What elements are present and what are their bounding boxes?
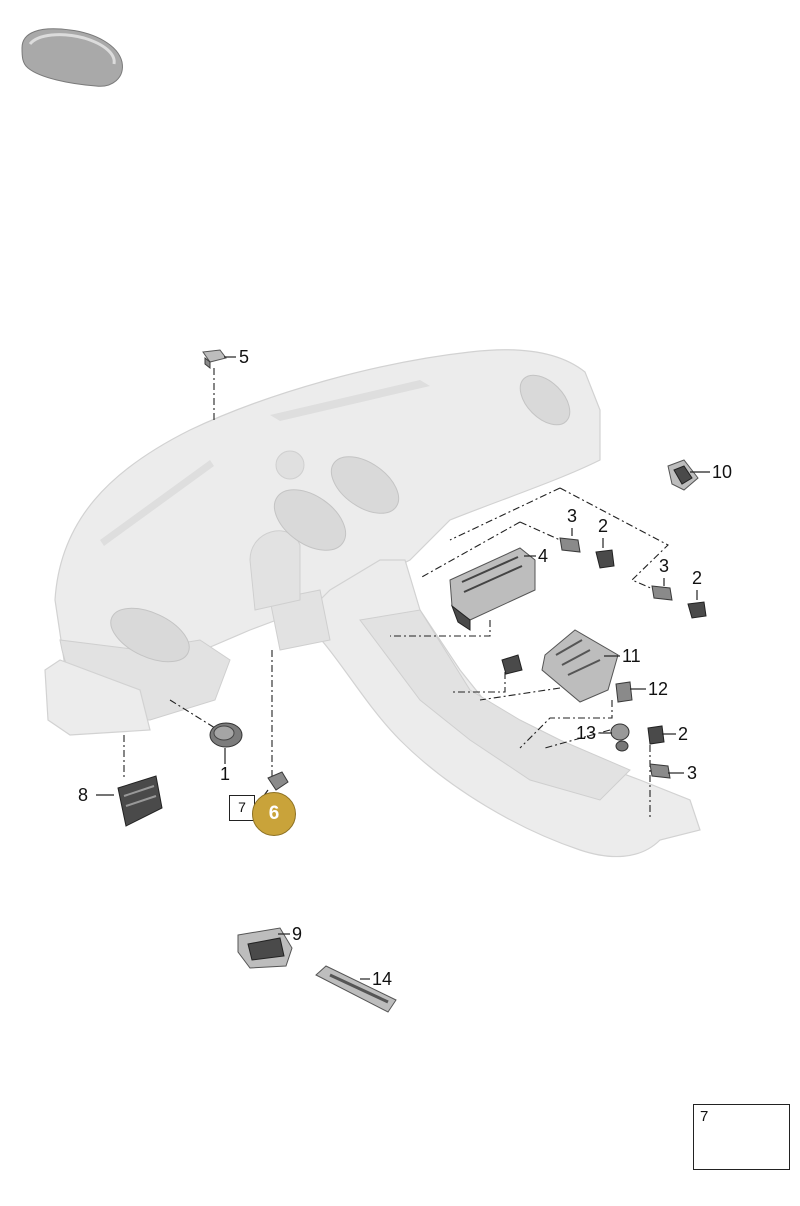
part-14-trim-strip[interactable]	[315, 965, 397, 1013]
label-13: 13	[576, 723, 596, 743]
label-12: 12	[648, 679, 668, 699]
part-small-switch[interactable]	[501, 654, 523, 675]
part-12-socket[interactable]	[615, 681, 633, 703]
callout-badge-6[interactable]: 6	[252, 792, 296, 836]
part-3b-bulb[interactable]	[651, 585, 673, 601]
part-5-switch[interactable]	[202, 349, 227, 370]
label-2a: 2	[598, 516, 608, 536]
label-1: 1	[220, 764, 230, 784]
detail-box: 7	[693, 1104, 790, 1170]
assembly-lines	[123, 368, 669, 820]
part-2c-cap[interactable]	[647, 725, 665, 745]
reference-box-7: 7	[229, 795, 255, 821]
part-1-knob[interactable]	[209, 722, 243, 748]
part-9-switch-block[interactable]	[237, 927, 293, 969]
detail-box-label: 7	[700, 1108, 709, 1125]
part-2a-cap[interactable]	[595, 549, 615, 569]
dashboard-ghost	[44, 349, 701, 858]
part-4-control-panel[interactable]	[449, 547, 536, 631]
part-8-vent[interactable]	[117, 775, 163, 827]
part-10-switch[interactable]	[667, 459, 699, 491]
label-14: 14	[372, 969, 392, 989]
label-11: 11	[622, 646, 641, 666]
label-3a: 3	[567, 506, 577, 526]
part-11-switch-panel[interactable]	[541, 629, 619, 703]
label-10: 10	[712, 462, 732, 482]
part-3c-bulb[interactable]	[649, 763, 671, 779]
part-2b-cap[interactable]	[687, 601, 707, 619]
label-3c: 3	[687, 763, 697, 783]
label-9: 9	[292, 924, 302, 944]
label-leaders	[96, 356, 710, 980]
label-2b: 2	[692, 568, 702, 588]
car-silhouette-icon[interactable]	[21, 28, 123, 87]
label-5: 5	[239, 347, 249, 367]
label-8: 8	[78, 785, 88, 805]
part-13-ring[interactable]	[610, 723, 630, 752]
part-3a-bulb[interactable]	[559, 537, 581, 553]
part-6-clip[interactable]	[267, 771, 289, 791]
label-4: 4	[538, 546, 548, 566]
label-3b: 3	[659, 556, 669, 576]
label-2c: 2	[678, 724, 688, 744]
